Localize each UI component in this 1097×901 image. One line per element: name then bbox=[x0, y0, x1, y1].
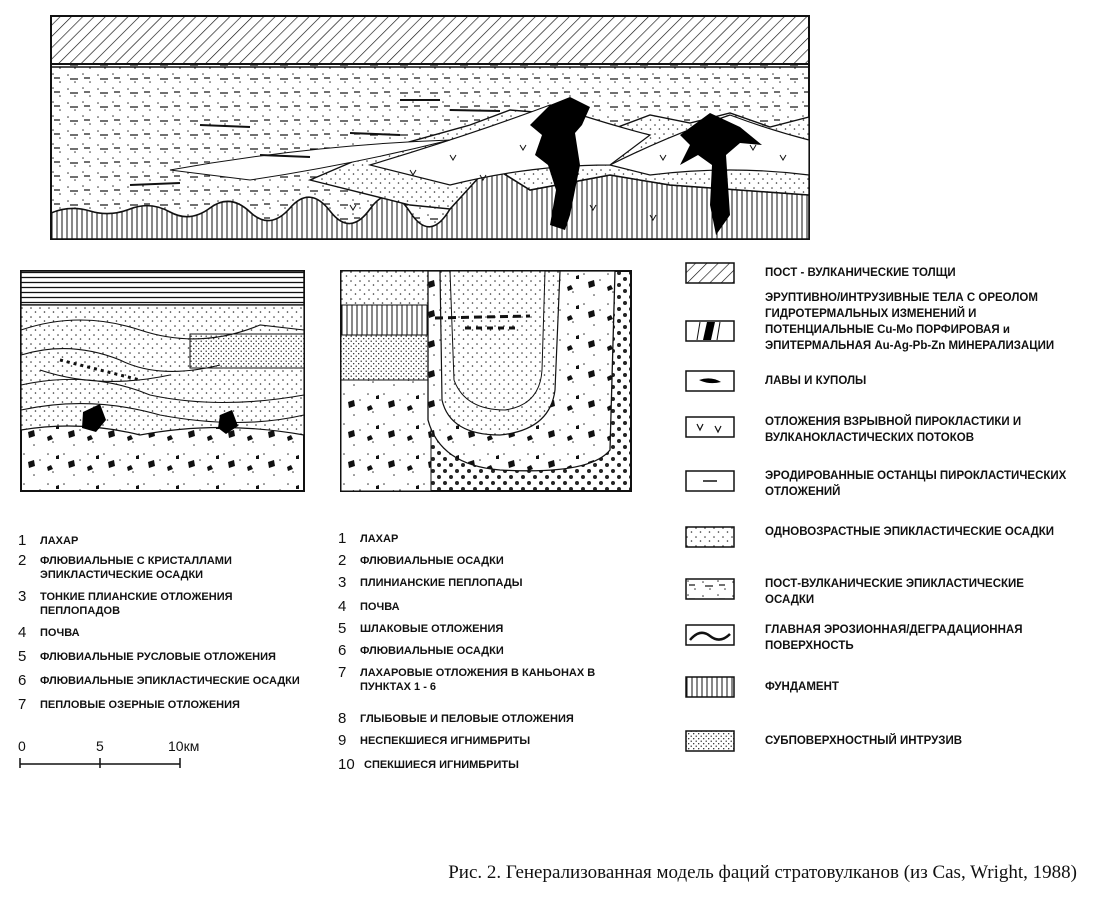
vertical-lines-symbol bbox=[685, 676, 735, 698]
item-label: ФЛЮВИАЛЬНЫЕ ЭПИКЛАСТИЧЕСКИЕ ОСАДКИ bbox=[40, 675, 300, 687]
item-number: 1 bbox=[18, 532, 27, 549]
legend-row-intrusive: ЭРУПТИВНО/ИНТРУЗИВНЫЕ ТЕЛА С ОРЕОЛОМ ГИД… bbox=[685, 290, 1080, 380]
item-label: ПОЧВА bbox=[40, 627, 80, 639]
item-label: ПОЧВА bbox=[360, 601, 400, 613]
wavy-line-symbol bbox=[685, 624, 735, 646]
legend-row-subsurface-intrusive: СУБПОВЕРХНОСТНЫЙ ИНТРУЗИВ bbox=[685, 730, 1080, 760]
item-label: ФЛЮВИАЛЬНЫЕ ОСАДКИ bbox=[360, 645, 504, 657]
legend-row-eroded: ЭРОДИРОВАННЫЕ ОСТАНЦЫ ПИРОКЛАСТИЧЕСКИХ О… bbox=[685, 468, 1080, 508]
legend-row-basement: ФУНДАМЕНТ bbox=[685, 676, 1080, 706]
item-label: ФЛЮВИАЛЬНЫЕ ОСАДКИ bbox=[360, 555, 504, 567]
v-marks-symbol bbox=[685, 416, 735, 438]
item-label: ЛАХАР bbox=[360, 533, 399, 545]
item-number: 3 bbox=[338, 574, 347, 591]
item-label: СПЕКШИЕСЯ ИГНИМБРИТЫ bbox=[364, 759, 519, 771]
item-number: 3 bbox=[18, 588, 27, 605]
middle-section-diagram bbox=[340, 270, 632, 492]
item-number: 6 bbox=[338, 642, 347, 659]
legend-label: СУБПОВЕРХНОСТНЫЙ ИНТРУЗИВ bbox=[765, 735, 963, 747]
legend-item: 5 ФЛЮВИАЛЬНЫЕ РУСЛОВЫЕ ОТЛОЖЕНИЯ bbox=[18, 648, 276, 666]
legend-item: 6 ФЛЮВИАЛЬНЫЕ ЭПИКЛАСТИЧЕСКИЕ ОСАДКИ bbox=[18, 672, 300, 690]
legend-item: 5 ШЛАКОВЫЕ ОТЛОЖЕНИЯ bbox=[338, 620, 503, 638]
item-number: 5 bbox=[338, 620, 347, 637]
symbol-legend: ПОСТ - ВУЛКАНИЧЕСКИЕ ТОЛЩИ ЭРУПТИВНО/ИНТ… bbox=[685, 262, 1080, 762]
item-number: 9 bbox=[338, 732, 347, 749]
scale-tick-0: 0 bbox=[18, 738, 26, 754]
legend-label: ЛАВЫ И КУПОЛЫ bbox=[765, 375, 867, 387]
legend-label: ГЛАВНАЯ ЭРОЗИОННАЯ/ДЕГРАДАЦИОННАЯ ПОВЕРХ… bbox=[765, 624, 1023, 652]
legend-row-post-volcanic: ПОСТ - ВУЛКАНИЧЕСКИЕ ТОЛЩИ bbox=[685, 262, 1080, 288]
item-number: 2 bbox=[338, 552, 347, 569]
item-label: ФЛЮВИАЛЬНЫЕ РУСЛОВЫЕ ОТЛОЖЕНИЯ bbox=[40, 651, 276, 663]
legend-item: 10 СПЕКШИЕСЯ ИГНИМБРИТЫ bbox=[338, 756, 519, 774]
lava-lens-symbol bbox=[685, 370, 735, 392]
scale-bar: 0 5 10км bbox=[18, 738, 199, 770]
legend-label: ЭРОДИРОВАННЫЕ ОСТАНЦЫ ПИРОКЛАСТИЧЕСКИХ О… bbox=[765, 470, 1067, 498]
legend-row-post-volcanic-epiclastic: ПОСТ-ВУЛКАНИЧЕСКИЕ ЭПИКЛАСТИЧЕСКИЕ ОСАДК… bbox=[685, 576, 1080, 616]
legend-item: 9 НЕСПЕКШИЕСЯ ИГНИМБРИТЫ bbox=[338, 732, 530, 750]
dots-symbol bbox=[685, 526, 735, 548]
item-number: 1 bbox=[338, 530, 347, 547]
item-label: ЛАХАР bbox=[40, 535, 79, 547]
legend-item: 7 ЛАХАРОВЫЕ ОТЛОЖЕНИЯ В КАНЬОНАХ В ПУНКТА… bbox=[338, 664, 600, 694]
legend-item: 4 ПОЧВА bbox=[18, 624, 80, 642]
item-number: 4 bbox=[18, 624, 27, 641]
legend-label: ОТЛОЖЕНИЯ ВЗРЫВНОЙ ПИРОКЛАСТИКИ И ВУЛКАН… bbox=[765, 416, 1022, 444]
scale-tick-10: 10км bbox=[168, 738, 200, 754]
legend-item: 2 ФЛЮВИАЛЬНЫЕ С КРИСТАЛЛАМИ ЭПИКЛАСТИЧЕСК… bbox=[18, 552, 275, 582]
legend-label: ФУНДАМЕНТ bbox=[765, 681, 839, 693]
item-label: ПЕПЛОВЫЕ ОЗЕРНЫЕ ОТЛОЖЕНИЯ bbox=[40, 699, 240, 711]
legend-label: ОДНОВОЗРАСТНЫЕ ЭПИКЛАСТИЧЕСКИЕ ОСАДКИ bbox=[765, 526, 1055, 538]
legend-item: 7 ПЕПЛОВЫЕ ОЗЕРНЫЕ ОТЛОЖЕНИЯ bbox=[18, 696, 240, 714]
legend-item: 8 ГЛЫБОВЫЕ И ПЕЛОВЫЕ ОТЛОЖЕНИЯ bbox=[338, 710, 574, 728]
dash-symbol bbox=[685, 470, 735, 492]
legend-item: 2 ФЛЮВИАЛЬНЫЕ ОСАДКИ bbox=[338, 552, 504, 570]
item-label: ФЛЮВИАЛЬНЫЕ С КРИСТАЛЛАМИ ЭПИКЛАСТИЧЕСКИ… bbox=[40, 555, 232, 581]
diagonal-hatch-symbol bbox=[685, 262, 735, 284]
item-label: ПЛИНИАНСКИЕ ПЕПЛОПАДЫ bbox=[360, 577, 523, 589]
item-number: 7 bbox=[338, 664, 347, 681]
item-number: 2 bbox=[18, 552, 27, 569]
item-number: 4 bbox=[338, 598, 347, 615]
legend-label: ЭРУПТИВНО/ИНТРУЗИВНЫЕ ТЕЛА С ОРЕОЛОМ ГИД… bbox=[765, 292, 1055, 352]
left-section-diagram bbox=[20, 270, 305, 492]
intrusive-body-symbol bbox=[685, 320, 735, 342]
left-legend: 1 ЛАХАР 2 ФЛЮВИАЛЬНЫЕ С КРИСТАЛЛАМИ ЭПИКЛА… bbox=[18, 532, 328, 722]
figure-caption: Рис. 2. Генерализованная модель фаций ст… bbox=[448, 862, 1077, 883]
item-label: НЕСПЕКШИЕСЯ ИГНИМБРИТЫ bbox=[360, 735, 531, 747]
legend-row-lava: ЛАВЫ И КУПОЛЫ bbox=[685, 370, 1080, 396]
dense-stipple-symbol bbox=[685, 730, 735, 752]
legend-item: 4 ПОЧВА bbox=[338, 598, 400, 616]
item-number: 6 bbox=[18, 672, 27, 689]
legend-label: ПОСТ - ВУЛКАНИЧЕСКИЕ ТОЛЩИ bbox=[765, 267, 956, 279]
item-label: ШЛАКОВЫЕ ОТЛОЖЕНИЯ bbox=[360, 623, 504, 635]
item-number: 10 bbox=[338, 756, 355, 773]
legend-item: 3 ТОНКИЕ ПЛИАНСКИЕ ОТЛОЖЕНИЯ ПЕПЛОПАДОВ bbox=[18, 588, 275, 618]
item-number: 5 bbox=[18, 648, 27, 665]
legend-item: 3 ПЛИНИАНСКИЕ ПЕПЛОПАДЫ bbox=[338, 574, 523, 592]
legend-row-epiclastic: ОДНОВОЗРАСТНЫЕ ЭПИКЛАСТИЧЕСКИЕ ОСАДКИ bbox=[685, 524, 1080, 564]
item-number: 7 bbox=[18, 696, 27, 713]
scale-tick-5: 5 bbox=[96, 738, 104, 754]
legend-item: 1 ЛАХАР bbox=[18, 532, 78, 550]
item-label: ТОНКИЕ ПЛИАНСКИЕ ОТЛОЖЕНИЯ ПЕПЛОПАДОВ bbox=[40, 591, 233, 617]
legend-row-pyroclastic: ОТЛОЖЕНИЯ ВЗРЫВНОЙ ПИРОКЛАСТИКИ И ВУЛКАН… bbox=[685, 414, 1080, 454]
dots-dashes-symbol bbox=[685, 578, 735, 600]
item-number: 8 bbox=[338, 710, 347, 727]
legend-label: ПОСТ-ВУЛКАНИЧЕСКИЕ ЭПИКЛАСТИЧЕСКИЕ ОСАДК… bbox=[765, 578, 1024, 606]
legend-row-erosion-surface: ГЛАВНАЯ ЭРОЗИОННАЯ/ДЕГРАДАЦИОННАЯ ПОВЕРХ… bbox=[685, 622, 1080, 662]
stratovolcano-cross-section bbox=[50, 15, 810, 240]
item-label: ЛАХАРОВЫЕ ОТЛОЖЕНИЯ В КАНЬОНАХ В ПУНКТАХ… bbox=[360, 667, 596, 693]
legend-item: 6 ФЛЮВИАЛЬНЫЕ ОСАДКИ bbox=[338, 642, 504, 660]
legend-item: 1 ЛАХАР bbox=[338, 530, 398, 548]
item-label: ГЛЫБОВЫЕ И ПЕЛОВЫЕ ОТЛОЖЕНИЯ bbox=[360, 713, 574, 725]
scale-line bbox=[19, 758, 181, 768]
